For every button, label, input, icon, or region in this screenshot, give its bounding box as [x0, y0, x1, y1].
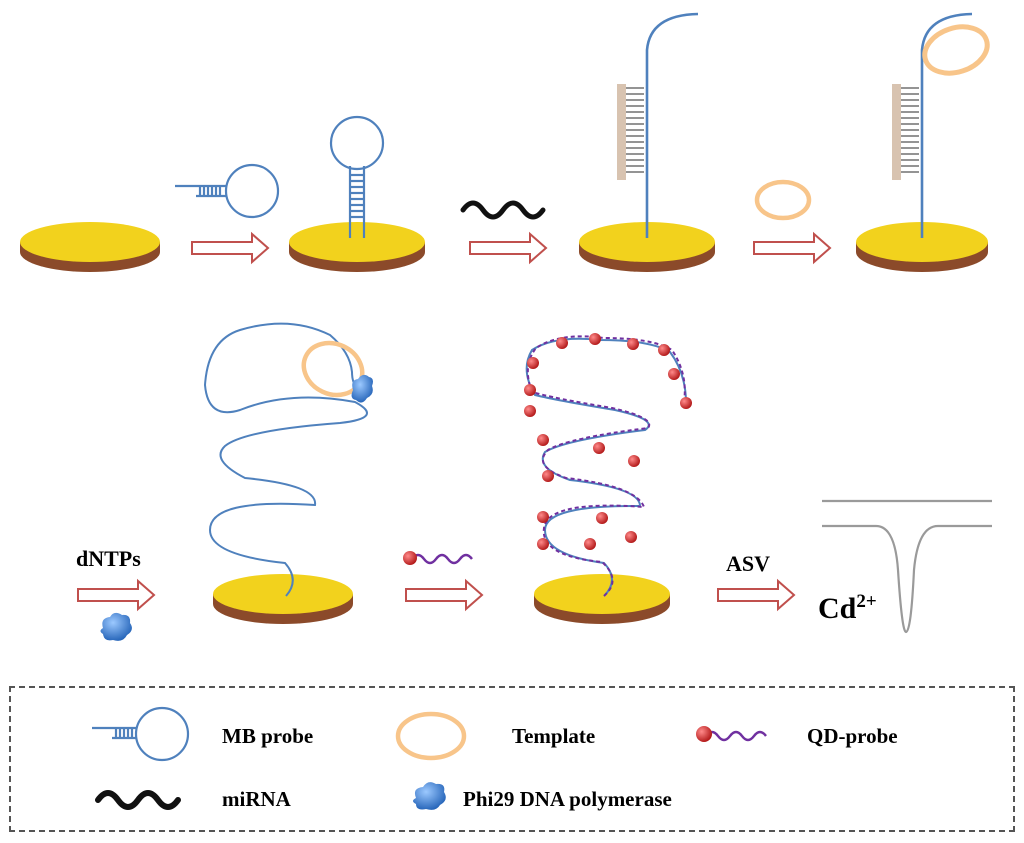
electrode-with-bound-template [856, 12, 990, 272]
process-arrow [753, 231, 832, 265]
cadmium-symbol: Cd [818, 592, 857, 625]
dntps-label: dNTPs [76, 546, 141, 571]
legend-label-mirna: miRNA [222, 787, 291, 811]
legend [9, 686, 1015, 832]
legend-mb-probe-icon [92, 706, 190, 762]
electrode-with-hairpin [289, 115, 425, 272]
legend-label-mb-probe: MB probe [222, 724, 314, 748]
electrode-with-opened-probe [579, 12, 715, 272]
asv-signal-curve [822, 499, 992, 634]
legend-qd-probe-icon [696, 726, 767, 742]
process-arrow [191, 231, 270, 265]
mirna-icon [460, 200, 546, 220]
cadmium-ion-label: Cd2+ [818, 591, 877, 626]
legend-polymerase-icon [413, 782, 446, 810]
legend-label-template: Template [512, 724, 596, 748]
legend-label-qd-probe: QD-probe [807, 724, 898, 748]
qd-probe-icon [403, 551, 473, 565]
legend-label-polymerase: Phi29 DNA polymerase [463, 787, 672, 811]
process-arrow [77, 578, 156, 612]
electrode-with-qd-labelled-product [524, 333, 692, 624]
phi29-polymerase-icon [100, 612, 132, 641]
process-arrow [405, 578, 484, 612]
mb-probe-icon [175, 163, 280, 219]
electrode-with-rca-product [203, 322, 373, 624]
legend-mirna-icon [95, 790, 181, 810]
legend-template-icon [395, 711, 467, 761]
template-ring-icon [754, 179, 812, 221]
asv-label: ASV [726, 551, 771, 576]
process-arrow [717, 578, 796, 612]
bare-gold-electrode [20, 222, 160, 272]
cadmium-charge: 2+ [856, 591, 877, 612]
process-arrow [469, 231, 548, 265]
